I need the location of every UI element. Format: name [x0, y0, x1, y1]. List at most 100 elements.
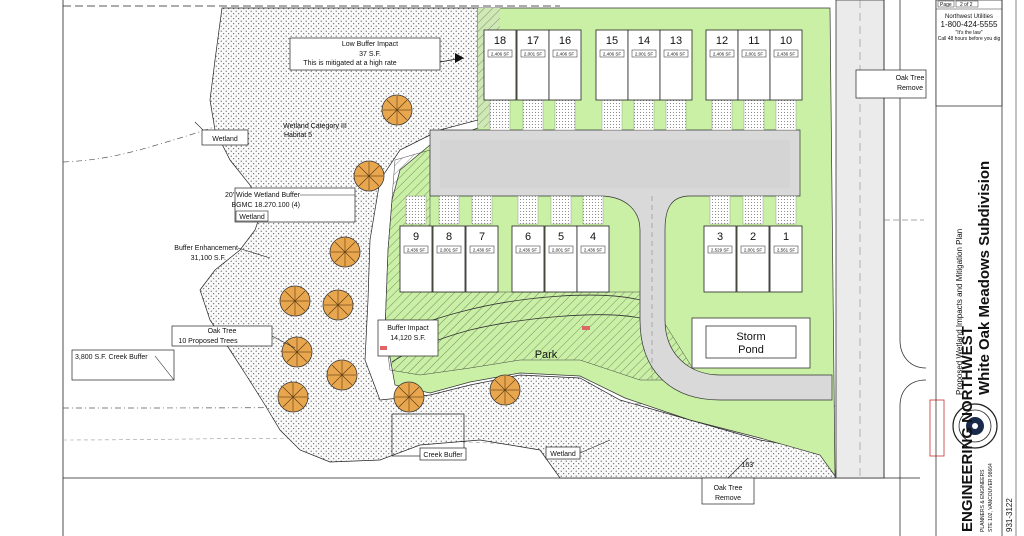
driveway [709, 195, 731, 225]
lot-area: 2,406 SF [603, 52, 622, 57]
lot-area-box [740, 245, 766, 254]
lot-area-box [709, 49, 735, 58]
svg-text:Oak Tree: Oak Tree [896, 75, 925, 82]
storm-pond-label-1: Storm [736, 331, 765, 343]
bottom-driveways [405, 195, 797, 225]
driveway [775, 99, 797, 131]
lot-footprint [595, 29, 629, 101]
callout-oak-tree-remove-bottom: Oak Tree Remove [701, 457, 755, 505]
lot-footprint [627, 29, 661, 101]
firm-address: STE 102, VANCOUVER 98664 [988, 463, 994, 532]
svg-text:37 S.F.: 37 S.F. [359, 51, 381, 58]
top-lot-17: 172,001 SF [516, 29, 550, 101]
firm-name: ENGINEERING NORTHWEST [959, 326, 976, 532]
title-block: Page 2 of 2 Northwest Utilities 1-800-42… [935, 0, 1017, 536]
storm-pond-label-2: Pond [738, 344, 764, 356]
svg-text:Creek Buffer: Creek Buffer [423, 452, 463, 459]
lot-area-box [707, 245, 733, 254]
callout-creek-buffer-box: Creek Buffer [391, 413, 467, 461]
lot-area: 2,001 SF [440, 248, 459, 253]
lot-number: 13 [670, 35, 682, 47]
lot-number: 16 [559, 35, 571, 47]
utility-law: "It's the law" [955, 30, 982, 36]
bottom-lot-5: 5 2,001 SF [544, 225, 578, 293]
park-label: Park [535, 349, 558, 361]
callout-wetland-buffer: 20' Wide Wetland Buffer BGMC 18.270.100 … [225, 187, 356, 223]
svg-text:10 Proposed Trees: 10 Proposed Trees [178, 338, 238, 345]
lot-area-box [552, 49, 578, 58]
lot-area: 2,436 SF [473, 248, 492, 253]
top-lot-10: 102,436 SF [769, 29, 803, 101]
top-lot-13: 132,406 SF [659, 29, 693, 101]
sheet-subtitle: Proposed Wetland Impacts and Mitigation … [955, 229, 964, 395]
svg-text:Wetland: Wetland [550, 451, 576, 458]
lot-area-box [520, 49, 546, 58]
lot-number: 15 [606, 35, 618, 47]
lot-footprint [511, 225, 545, 293]
callout-low-buffer: Low Buffer Impact 37 S.F. This is mitiga… [289, 37, 464, 71]
callout-buffer-enhancement: Buffer Enhancement 31,100 S.F. [174, 245, 271, 262]
driveway [742, 195, 764, 225]
elevation-label: 163' [741, 462, 754, 469]
lot-area: 2,436 SF [584, 248, 603, 253]
top-driveways [489, 99, 797, 131]
oak-tree-icon [393, 381, 425, 413]
lot-footprint [736, 225, 770, 293]
wetland-category: Wetland Category III [283, 123, 347, 130]
svg-text:31,100 S.F.: 31,100 S.F. [191, 255, 226, 262]
lot-area: 2,406 SF [556, 52, 575, 57]
oak-tree-icon [322, 289, 354, 321]
lot-number: 7 [479, 231, 485, 243]
driveway [554, 99, 576, 131]
lot-area: 2,001 SF [744, 248, 763, 253]
top-lot-11: 112,001 SF [737, 29, 771, 101]
lot-area-box [580, 245, 606, 254]
firm-line: PLANNERS & ENGINEERS [980, 469, 986, 532]
lot-number: 11 [748, 35, 759, 47]
bottom-lot-3: 32,529 SF [703, 225, 737, 293]
lot-area-box [469, 245, 495, 254]
lot-area-box [403, 245, 429, 254]
driveway [743, 99, 765, 131]
svg-text:20' Wide Wetland Buffer: 20' Wide Wetland Buffer [225, 192, 301, 199]
driveway [489, 99, 511, 131]
callout-oak-tree: Oak Tree 10 Proposed Trees [171, 325, 296, 349]
utility-name: Northwest Utilities [945, 14, 993, 20]
page-value: 2 of 2 [960, 2, 973, 8]
driveway [775, 195, 797, 225]
callout-creek-buffer: 3,800 S.F. Creek Buffer [71, 349, 175, 381]
svg-text:Remove: Remove [897, 85, 923, 92]
top-lot-14: 142,001 SF [627, 29, 661, 101]
project-title: White Oak Meadows Subdivision [976, 161, 993, 395]
bottom-lot-2: 22,001 SF [736, 225, 770, 293]
oak-tree-icon [329, 236, 361, 268]
top-lot-18: 182,406 SF [483, 29, 517, 101]
lot-footprint [483, 29, 517, 101]
svg-text:Oak Tree: Oak Tree [208, 328, 237, 335]
top-lot-12: 122,406 SF [705, 29, 739, 101]
lot-footprint [769, 225, 803, 293]
svg-text:14,120 S.F.: 14,120 S.F. [390, 335, 425, 342]
oak-tree-icon [353, 160, 385, 192]
lot-area-box [436, 245, 462, 254]
utility-note: Call 48 hours before you dig [938, 36, 1001, 42]
lot-area: 2,406 SF [491, 52, 510, 57]
driveway [522, 99, 544, 131]
lot-number: 3 [717, 231, 723, 243]
oak-tree-icon [279, 285, 311, 317]
lot-number: 5 [558, 231, 564, 243]
driveway [438, 195, 460, 225]
top-lot-16: 16 2,406 SF [548, 29, 582, 101]
lot-area: 2,001 SF [552, 248, 571, 253]
buffer-enhancement-area [199, 7, 836, 479]
lot-area: 2,001 SF [524, 52, 543, 57]
permit-stamp [929, 399, 945, 457]
lot-area-box [487, 49, 513, 58]
lot-footprint [703, 225, 737, 293]
lot-number: 8 [446, 231, 452, 243]
svg-text:Wetland: Wetland [212, 136, 238, 143]
driveway [550, 195, 572, 225]
lot-footprint [548, 29, 582, 101]
